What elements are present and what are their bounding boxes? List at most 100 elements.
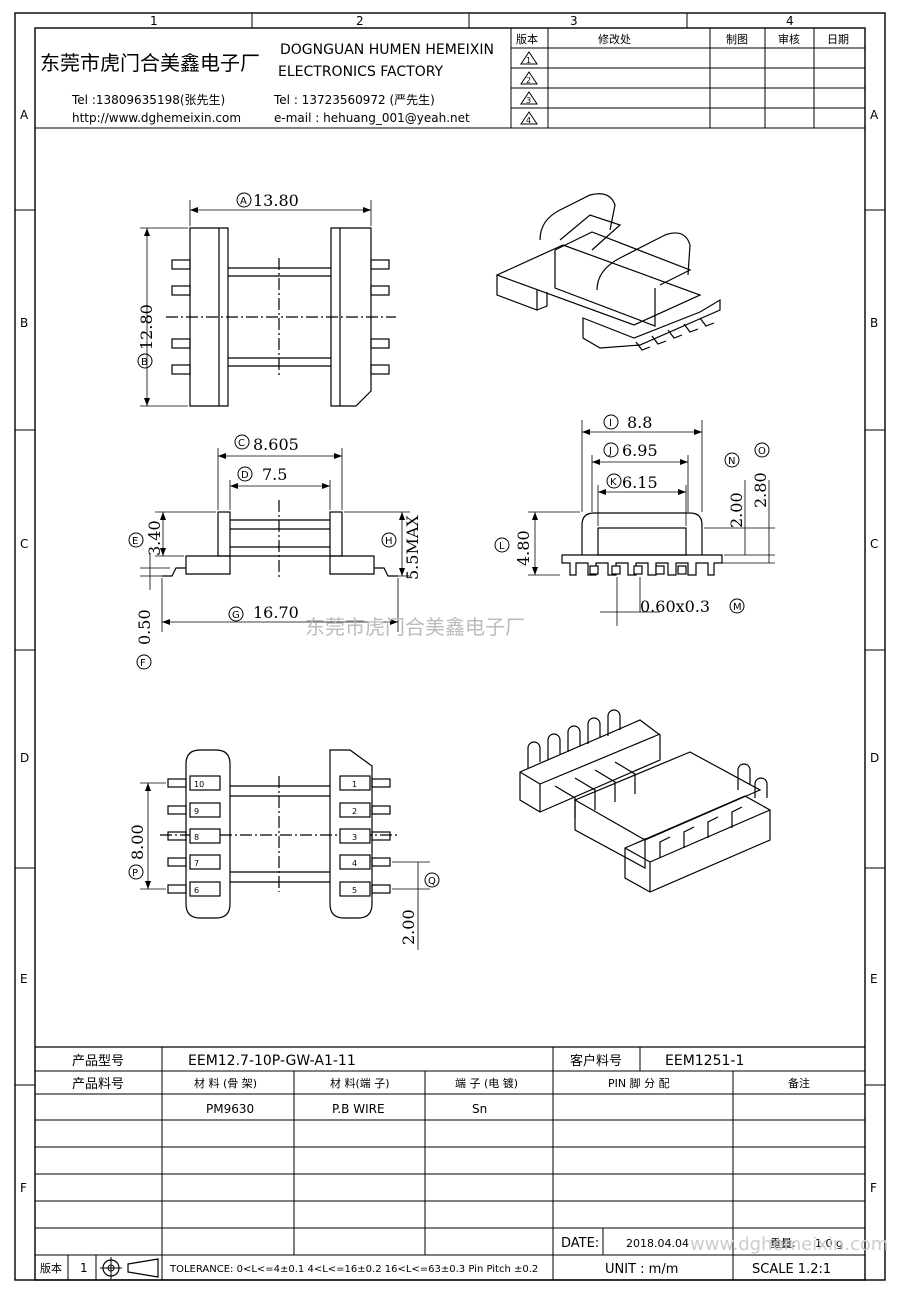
dim-e-label: E 3.40 [128,520,164,556]
dim-d-value: 7.5 [262,465,287,484]
dim-m-value: 0.60x0.3 [640,597,710,616]
unit-label: UNIT : m/m [605,1262,678,1277]
pin-assign-label: PIN 脚 分 配 [608,1076,670,1090]
row-label-c-left: C [20,537,28,551]
svg-text:M: M [733,602,742,613]
revision-table: 版本 修改处 制图 审核 日期 1 2 3 4 [511,28,865,128]
title-block [35,1046,865,1281]
rev-header-date: 日期 [827,33,849,46]
pin-labels-left: 10 9 8 7 6 [194,780,204,895]
svg-text:N: N [728,456,735,467]
dim-o-label: O 2.80 [751,442,770,508]
pin-10: 10 [194,780,204,789]
dim-a-label: A 13.80 [236,191,299,210]
rev-header-check: 审核 [778,32,800,46]
dim-q-label: Q 2.00 [399,872,440,945]
watermark-text: 东莞市虎门合美鑫电子厂 [305,615,525,639]
row-label-f-left: F [20,1181,27,1195]
dim-c-label: C 8.605 [234,434,299,454]
rev-triangle-2: 2 [520,71,538,85]
row-label-a-left: A [20,108,29,122]
pin-9: 9 [194,807,199,816]
dim-p-label: 8.00 P [128,824,147,880]
rev-triangle-3: 3 [520,91,538,105]
row-label-e-right: E [870,972,878,986]
dim-j-value: 6.95 [622,441,658,460]
rev-header-version: 版本 [516,32,538,46]
dim-i-value: 8.8 [627,413,652,432]
rev-triangle-1: 1 [520,51,538,65]
rev-header-drawn: 制图 [726,33,748,46]
dim-k-value: 6.15 [622,473,658,492]
version-label: 版本 [40,1261,62,1275]
customer-part: EEM1251-1 [665,1053,744,1069]
row-label-e-left: E [20,972,28,986]
col-label-1: 1 [150,14,158,28]
pin-8: 8 [194,833,199,842]
svg-text:4: 4 [526,116,531,125]
dim-g-label: G 16.70 [228,603,299,622]
material-pin-label: 材 料(端 子) [330,1076,390,1090]
company-name-en-2: ELECTRONICS FACTORY [278,64,444,80]
dim-b-label: B 12.80 [137,304,156,369]
svg-text:G: G [232,610,240,621]
svg-text:J: J [608,446,612,457]
pin-3: 3 [352,833,357,842]
dim-h-label: H 5.5MAX [381,515,422,580]
row-label-c-right: C [870,537,878,551]
dim-l-value: 4.80 [514,530,533,566]
svg-text:K: K [610,477,617,488]
scale-label: SCALE 1.2:1 [752,1262,831,1277]
iso-view-top [495,193,721,351]
row-label-d-left: D [20,751,29,765]
dim-c-value: 8.605 [253,435,299,454]
dim-n-label: N 2.00 [724,452,746,528]
dim-p-value: 8.00 [128,824,147,860]
pin-1: 1 [352,780,357,789]
bottom-view [140,749,430,950]
dim-b-value: 12.80 [137,304,156,350]
dim-m-label: 0.60x0.3 M [640,597,745,616]
material-bobbin: PM9630 [206,1102,254,1116]
tel-2: Tel : 13723560972 (严先生) [273,93,435,107]
row-label-a-right: A [870,108,879,122]
col-label-4: 4 [786,14,794,28]
watermark-url: www.dghemeixin.com [690,1234,888,1255]
dim-d-label: D 7.5 [237,465,287,484]
dim-g-value: 16.70 [253,603,299,622]
product-model-label: 产品型号 [72,1054,124,1069]
svg-text:E: E [132,536,138,547]
date-label: DATE: [561,1236,599,1251]
svg-text:D: D [241,470,249,481]
svg-text:H: H [385,536,393,547]
material-pin: P.B WIRE [332,1102,385,1116]
svg-text:L: L [499,541,505,552]
product-model: EEM12.7-10P-GW-A1-11 [188,1053,356,1069]
dim-q-value: 2.00 [399,909,418,945]
dim-e-value: 3.40 [145,520,164,556]
pin-6: 6 [194,886,199,895]
dim-k-label: K 6.15 [606,473,658,492]
svg-text:A: A [240,196,247,207]
pin-labels-right: 1 2 3 4 5 [352,780,357,895]
customer-part-label: 客户料号 [570,1053,622,1069]
col-label-2: 2 [356,14,364,28]
inner-frame [34,27,866,1281]
tolerance-note: TOLERANCE: 0<L<=4±0.1 4<L<=16±0.2 16<L<=… [169,1264,538,1275]
svg-text:1: 1 [526,56,531,65]
svg-text:O: O [758,446,766,457]
col-label-3: 3 [570,14,578,28]
iso-view-bottom [519,709,771,893]
rev-header-change: 修改处 [598,32,631,46]
front-view [140,448,410,632]
svg-text:P: P [132,868,138,879]
website-url: http://www.dghemeixin.com [72,111,241,125]
row-label-b-left: B [20,316,28,330]
terminal-label: 端 子 (电 镀) [455,1076,518,1090]
row-label-f-right: F [870,1181,877,1195]
remark-label: 备注 [788,1076,810,1090]
dim-o-value: 2.80 [751,472,770,508]
dim-h-value: 5.5MAX [403,515,422,580]
dim-n-value: 2.00 [727,492,746,528]
product-part-label: 产品料号 [72,1077,124,1092]
